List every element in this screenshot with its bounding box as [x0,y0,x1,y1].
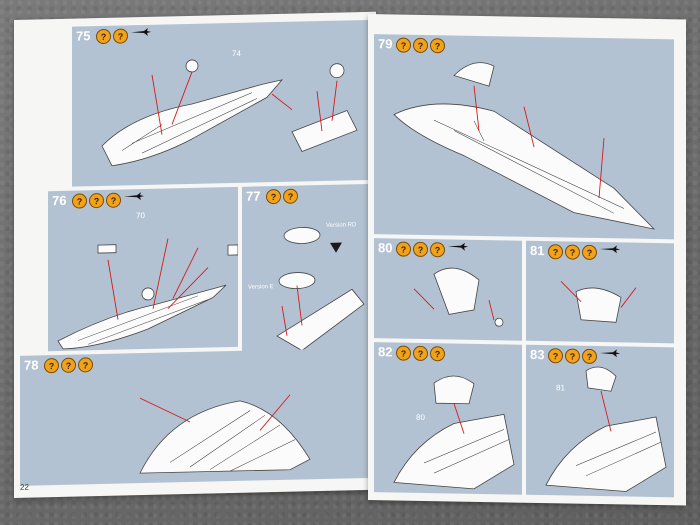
jet-silhouette-icon [600,349,620,358]
canopy-open-drawing [545,366,667,492]
step-75-panel: 75 ? ? 74 [72,19,368,187]
canopy-frame-drawing [560,281,637,323]
step-icons: ? ? ? [72,192,145,209]
jet-silhouette-icon [131,27,151,36]
step-82-panel: 82 ? ? ? 80 [374,342,522,495]
canopy-variant-drawing [276,227,365,351]
jet-silhouette-icon [600,245,620,254]
step-78-panel: 78 ? ? ? [20,347,368,486]
fuselage-canopy-drawing [393,62,656,230]
canopy-closed-drawing [393,375,515,490]
cockpit-drawing [57,238,238,350]
step-icons: ? ? ? [548,244,621,260]
step-icons: ? ? ? [548,348,621,364]
fuselage-drawing [101,59,358,167]
step-76-panel: 76 ? ? ? 70 [48,186,238,352]
right-page: 79 ? ? ? 80 ? ? ? 81 ? [368,14,686,506]
jet-silhouette-icon [124,192,144,201]
step-icons: ? ? ? [396,241,469,258]
wing-drawing [139,394,311,474]
page-number: 22 [20,482,29,492]
step-icons: ? ? [96,27,152,45]
step-79-panel: 79 ? ? ? [374,34,674,240]
step-81-panel: 81 ? ? ? [526,240,674,344]
step-83-panel: 83 ? ? ? 81 [526,344,674,498]
step-77-panel: 77 ? ? Version RD Version E [242,183,368,357]
jet-silhouette-icon [448,242,468,251]
canopy-drawing [413,267,504,327]
step-80-panel: 80 ? ? ? [374,238,522,341]
left-page: 75 ? ? 74 76 ? ? ? 70 [14,11,376,499]
